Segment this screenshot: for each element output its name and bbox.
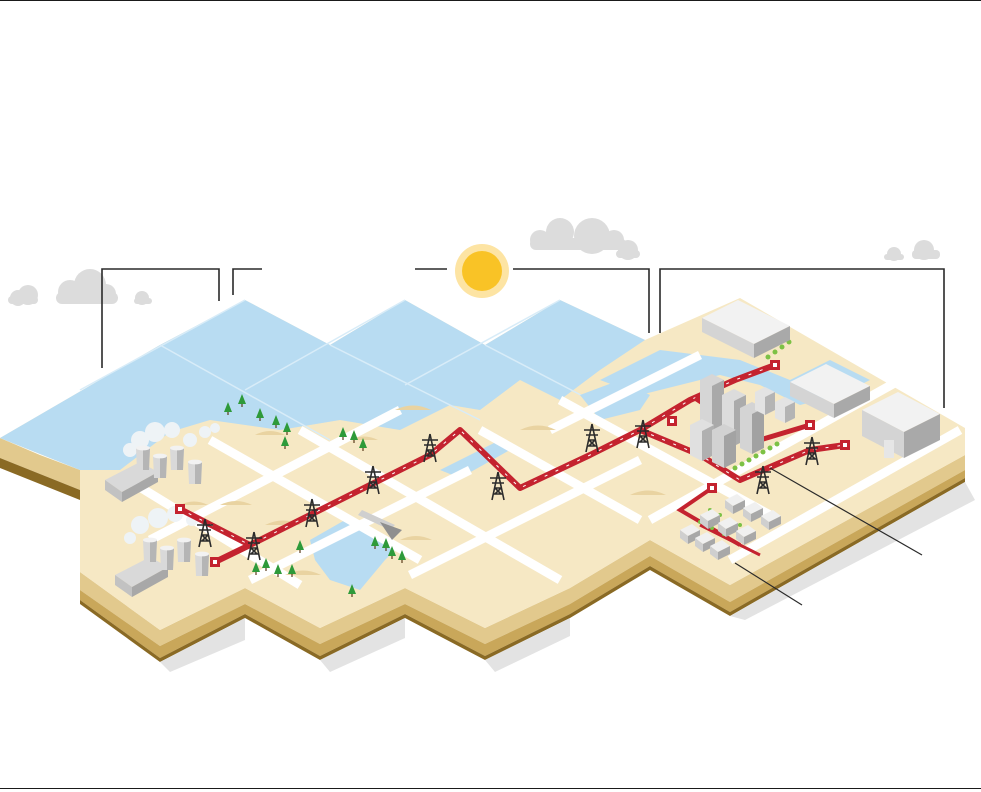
factories (702, 300, 940, 458)
callout-sun-right (513, 268, 650, 333)
city-skyscrapers (690, 374, 795, 468)
power-plant-top (105, 422, 220, 502)
house-icon (680, 524, 700, 544)
callout-lines (101, 268, 945, 606)
cloud-icon (884, 247, 904, 261)
power-plant-icon (143, 537, 157, 562)
callout-city (769, 467, 923, 556)
substation-icon (805, 420, 815, 430)
house-icon (725, 494, 745, 514)
cloud-icon (56, 269, 118, 304)
ground-soil-layers (0, 438, 965, 662)
skyscraper-icon (775, 397, 795, 423)
callout-residential (734, 562, 803, 606)
factory-icon (702, 300, 790, 358)
substation-icon (667, 416, 677, 426)
house-icon (736, 525, 756, 545)
cloud-icon (134, 291, 152, 305)
substation-icon (770, 360, 780, 370)
cloud-icon (8, 285, 38, 306)
cloud-icon (912, 240, 940, 260)
callout-generation (101, 268, 220, 368)
power-plant-icon (160, 545, 174, 570)
callout-distribution (659, 268, 945, 408)
power-plant-icon (188, 459, 202, 484)
dam-icon (358, 510, 402, 540)
house-icon (700, 509, 720, 529)
top-border-line (0, 0, 981, 1)
residential-houses (680, 494, 781, 560)
skyscraper-icon (740, 402, 764, 454)
factory-icon (862, 392, 940, 458)
cloud-icon (616, 240, 640, 260)
cloud-icon (530, 218, 626, 254)
factory-icon (790, 364, 870, 418)
skyscraper-icon (690, 419, 714, 461)
power-plant-icon (195, 551, 209, 576)
substation-icon (840, 440, 850, 450)
ground-shadow (160, 482, 975, 672)
skyscraper-icon (755, 387, 775, 415)
house-icon (718, 517, 738, 537)
power-plant-icon (170, 445, 184, 470)
house-icon (710, 540, 730, 560)
clouds (8, 218, 940, 306)
power-plant-icon (136, 445, 150, 470)
substation-icon (175, 504, 185, 514)
house-icon (695, 532, 715, 552)
house-icon (761, 510, 781, 530)
substation-icon (707, 483, 717, 493)
callout-transmission (232, 268, 262, 295)
house-icon (743, 502, 763, 522)
bottom-border-line (0, 788, 981, 789)
substation-icon (210, 557, 220, 567)
steam-clouds (123, 422, 220, 457)
skyscraper-icon (712, 424, 736, 468)
sun-icon (455, 244, 509, 298)
skyscraper-icon (700, 374, 724, 436)
power-plant-icon (153, 453, 167, 478)
power-plant-icon (177, 537, 191, 562)
sea-grid-lines (79, 299, 601, 441)
